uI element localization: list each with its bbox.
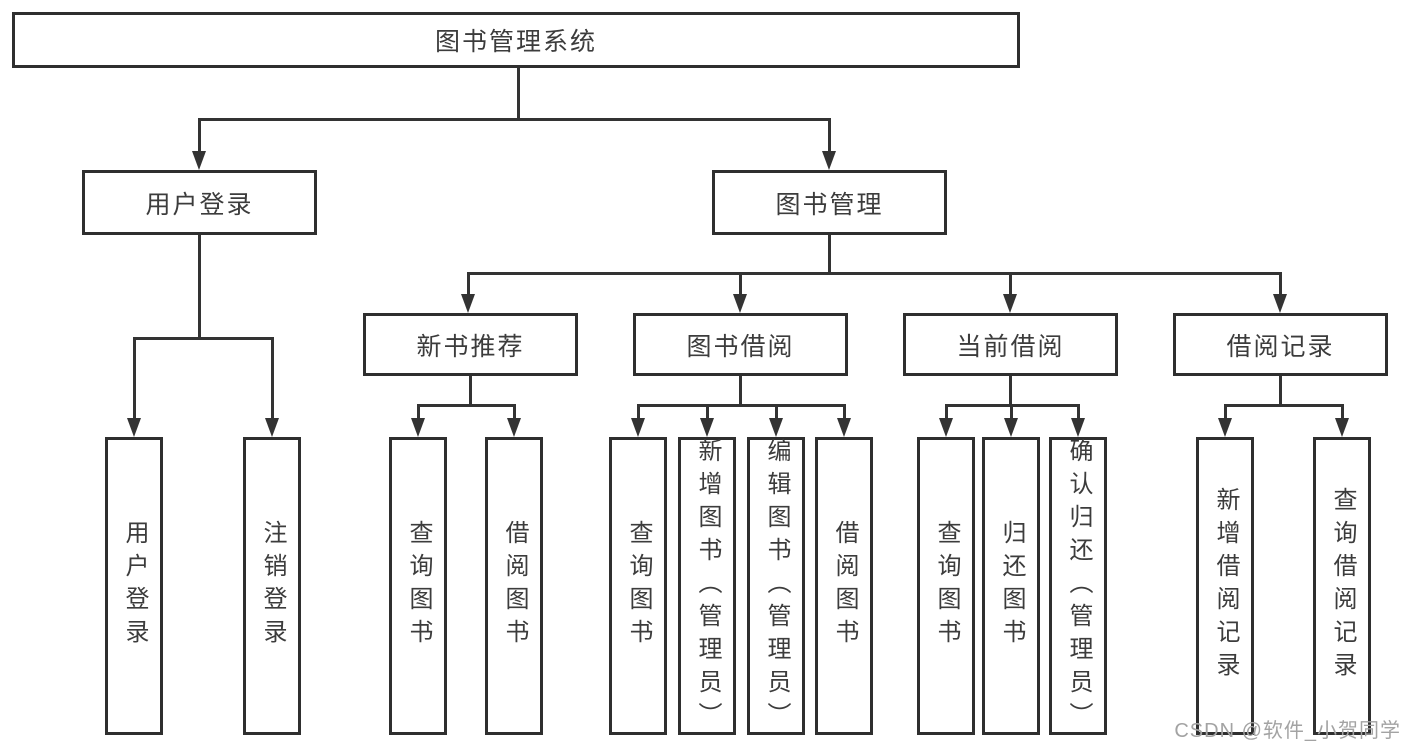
leaf-query-books-borrowing: 查询图书	[609, 437, 667, 735]
connector-line	[1224, 404, 1344, 407]
arrow-down-icon	[1071, 418, 1085, 437]
leaf-label: 借阅图书	[831, 520, 858, 652]
connector-line	[843, 404, 846, 420]
leaf-label: 编辑图书（管理员）	[763, 437, 790, 735]
connector-line	[198, 118, 831, 121]
leaf-label: 新增借阅记录	[1212, 487, 1239, 685]
connector-line	[775, 404, 778, 420]
leaf-label: 确认归还（管理员）	[1065, 437, 1092, 735]
arrow-down-icon	[192, 151, 206, 170]
leaf-add-borrow-record: 新增借阅记录	[1196, 437, 1254, 735]
connector-line	[467, 272, 1282, 275]
arrow-down-icon	[631, 418, 645, 437]
arrow-down-icon	[461, 294, 475, 313]
arrow-down-icon	[1273, 294, 1287, 313]
node-book-borrowing: 图书借阅	[633, 313, 848, 376]
connector-line	[1009, 376, 1012, 407]
arrow-down-icon	[265, 418, 279, 437]
node-borrowing-records: 借阅记录	[1173, 313, 1388, 376]
leaf-query-books-current: 查询图书	[917, 437, 975, 735]
arrow-down-icon	[1218, 418, 1232, 437]
arrow-down-icon	[733, 294, 747, 313]
arrow-down-icon	[700, 418, 714, 437]
node-label: 新书推荐	[416, 332, 525, 361]
leaf-label: 查询图书	[625, 520, 652, 652]
connector-line	[271, 337, 274, 420]
arrow-down-icon	[769, 418, 783, 437]
leaf-user-login: 用户登录	[105, 437, 163, 735]
connector-line	[1077, 404, 1080, 420]
node-label: 图书管理	[775, 190, 884, 219]
csdn-watermark: CSDN @软件_小贺同学	[1174, 720, 1401, 742]
connector-line	[198, 235, 201, 337]
node-label: 图书管理系统	[434, 28, 597, 56]
connector-line	[828, 235, 831, 275]
connector-line	[1279, 376, 1282, 407]
connector-line	[417, 404, 420, 420]
leaf-edit-book-admin: 编辑图书（管理员）	[747, 437, 805, 735]
arrow-down-icon	[1335, 418, 1349, 437]
connector-line	[417, 404, 516, 407]
leaf-label: 查询图书	[405, 520, 432, 652]
leaf-label: 查询借阅记录	[1329, 487, 1356, 685]
connector-line	[1010, 404, 1013, 420]
arrow-down-icon	[939, 418, 953, 437]
connector-line	[133, 337, 136, 420]
connector-line	[133, 337, 274, 340]
arrow-down-icon	[837, 418, 851, 437]
leaf-label: 查询图书	[933, 520, 960, 652]
leaf-label: 用户登录	[121, 520, 148, 652]
leaf-query-books-recommend: 查询图书	[389, 437, 447, 735]
node-library-management-system: 图书管理系统	[12, 12, 1020, 68]
node-book-management: 图书管理	[712, 170, 947, 235]
connector-line	[198, 118, 201, 154]
connector-line	[1341, 404, 1344, 420]
node-label: 图书借阅	[686, 332, 795, 361]
connector-line	[1279, 272, 1282, 296]
connector-line	[513, 404, 516, 420]
arrow-down-icon	[507, 418, 521, 437]
node-current-borrowing: 当前借阅	[903, 313, 1118, 376]
arrow-down-icon	[127, 418, 141, 437]
node-user-login: 用户登录	[82, 170, 317, 235]
arrow-down-icon	[411, 418, 425, 437]
leaf-label: 新增图书（管理员）	[694, 437, 721, 735]
connector-line	[706, 404, 709, 420]
leaf-label: 借阅图书	[501, 520, 528, 652]
connector-line	[828, 118, 831, 154]
node-label: 借阅记录	[1226, 332, 1335, 361]
leaf-confirm-return-admin: 确认归还（管理员）	[1049, 437, 1107, 735]
leaf-label: 注销登录	[259, 520, 286, 652]
node-new-book-recommend: 新书推荐	[363, 313, 578, 376]
arrow-down-icon	[1004, 418, 1018, 437]
leaf-borrow-books-recommend: 借阅图书	[485, 437, 543, 735]
leaf-query-borrow-record: 查询借阅记录	[1313, 437, 1371, 735]
node-label: 当前借阅	[956, 332, 1065, 361]
connector-line	[739, 272, 742, 296]
node-label: 用户登录	[145, 190, 254, 219]
arrow-down-icon	[822, 151, 836, 170]
connector-line	[517, 68, 520, 118]
arrow-down-icon	[1003, 294, 1017, 313]
leaf-borrow-books-borrowing: 借阅图书	[815, 437, 873, 735]
connector-line	[945, 404, 948, 420]
leaf-logout-login: 注销登录	[243, 437, 301, 735]
leaf-return-book: 归还图书	[982, 437, 1040, 735]
connector-line	[739, 376, 742, 407]
leaf-label: 归还图书	[998, 520, 1025, 652]
leaf-add-book-admin: 新增图书（管理员）	[678, 437, 736, 735]
connector-line	[637, 404, 846, 407]
connector-line	[1009, 272, 1012, 296]
connector-line	[1224, 404, 1227, 420]
connector-line	[637, 404, 640, 420]
connector-line	[467, 272, 470, 296]
connector-line	[469, 376, 472, 407]
